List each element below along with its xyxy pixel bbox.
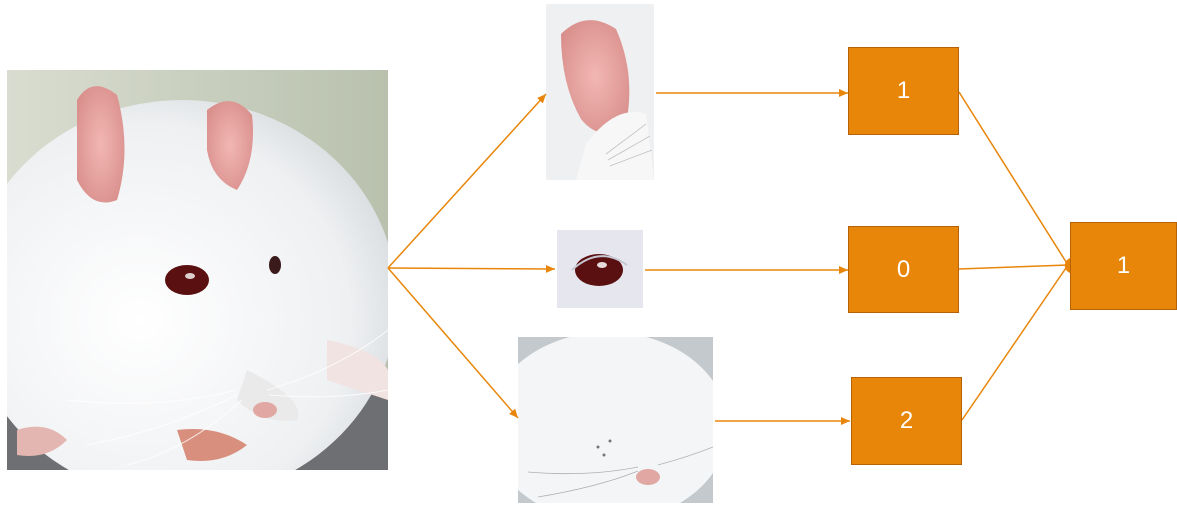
line-eye-score-to-final [959, 265, 1068, 269]
rat-eye-crop [557, 230, 643, 308]
line-ear-score-to-final [959, 92, 1068, 265]
arrow-photo-to-ear [388, 94, 546, 268]
final-score-value: 1 [1117, 252, 1130, 280]
nose-score-value: 2 [900, 407, 913, 435]
nose-score-box: 2 [851, 377, 962, 465]
rat-ear-crop [546, 4, 654, 180]
line-nose-score-to-final [962, 265, 1068, 420]
ear-score-value: 1 [897, 77, 910, 105]
eye-score-box: 0 [848, 226, 959, 313]
eye-score-value: 0 [897, 256, 910, 284]
arrow-photo-to-nose [388, 268, 518, 418]
arrow-photo-to-eye [388, 268, 555, 269]
ear-score-box: 1 [848, 47, 959, 135]
final-score-box: 1 [1070, 222, 1177, 310]
rat-face-photo [7, 70, 388, 470]
rat-nose-whisker-crop [518, 337, 713, 503]
